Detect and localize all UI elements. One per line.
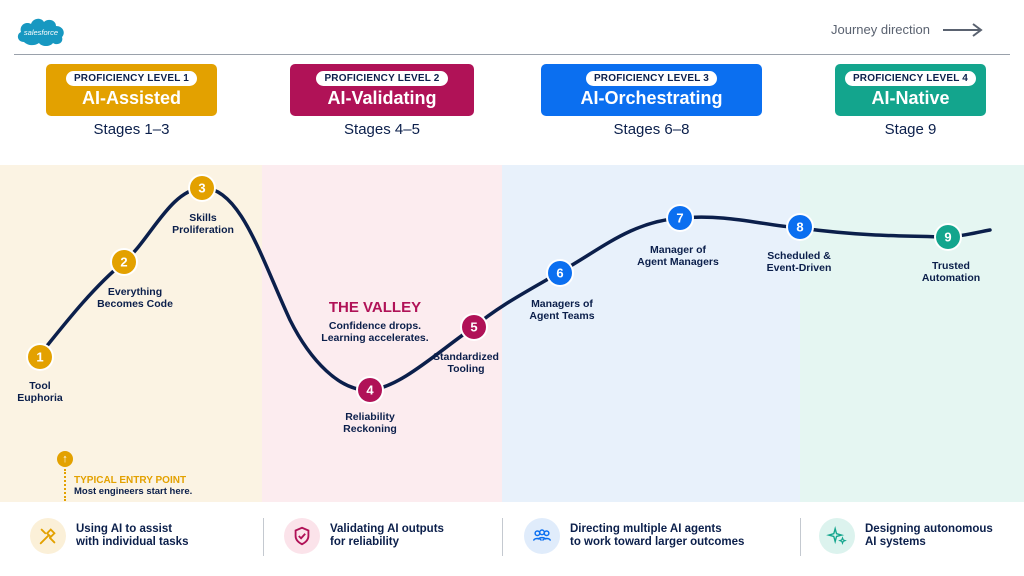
- stage-number: 3: [198, 181, 205, 196]
- stage-label-7: Manager of Agent Managers: [637, 244, 719, 268]
- stage-node-circle: [668, 206, 692, 230]
- stage-node-9: 9: [934, 223, 962, 251]
- level-name: AI-Native: [871, 88, 950, 108]
- level-card-2: PROFICIENCY LEVEL 2 AI-Validating: [290, 64, 474, 116]
- footer-item-level-1: Using AI to assist with individual tasks: [30, 516, 188, 556]
- entry-pointer-line: [64, 469, 66, 501]
- stage-label-3: Skills Proliferation: [172, 212, 234, 236]
- stage-node-circle: [358, 378, 382, 402]
- footer-item-level-4: Designing autonomous AI systems: [819, 516, 993, 556]
- stage-label-5: Standardized Tooling: [433, 351, 499, 375]
- stage-node-4: 4: [356, 376, 384, 404]
- footer-divider: [263, 518, 264, 556]
- tools-icon: [30, 518, 66, 554]
- level-stages-3: Stages 6–8: [613, 121, 690, 138]
- stage-label-1: Tool Euphoria: [17, 380, 63, 404]
- stage-label-4: Reliability Reckoning: [343, 411, 397, 435]
- stage-number: 2: [120, 255, 127, 270]
- footer-text: Using AI to assist with individual tasks: [76, 523, 189, 548]
- stage-number: 5: [470, 320, 477, 335]
- stage-node-5: 5: [460, 313, 488, 341]
- stage-node-8: 8: [786, 213, 814, 241]
- entry-point-subtitle: Most engineers start here.: [74, 486, 193, 497]
- stage-node-circle: [190, 176, 214, 200]
- level-pill: PROFICIENCY LEVEL 3: [585, 71, 718, 86]
- stage-node-2: 2: [110, 248, 138, 276]
- stage-node-circle: [548, 261, 572, 285]
- stage-number: 7: [676, 211, 683, 226]
- entry-point-title: TYPICAL ENTRY POINT: [74, 475, 187, 486]
- footer-text: Validating AI outputs for reliability: [330, 523, 444, 548]
- stage-number: 4: [366, 383, 374, 398]
- stage-label-9: Trusted Automation: [921, 260, 981, 284]
- stage-label-8: Scheduled & Event-Driven: [766, 250, 832, 274]
- sparkle-icon: [819, 518, 855, 554]
- header-divider: [14, 54, 1010, 55]
- level-card-3: PROFICIENCY LEVEL 3 AI-Orchestrating: [541, 64, 762, 116]
- logo-text: salesforce: [24, 28, 58, 37]
- stage-node-7: 7: [666, 204, 694, 232]
- stage-label-6: Managers of Agent Teams: [529, 298, 595, 322]
- stage-node-circle: [28, 345, 52, 369]
- footer-item-level-2: Validating AI outputs for reliability: [284, 516, 444, 556]
- footer-item-level-3: Directing multiple AI agents to work tow…: [524, 516, 744, 556]
- level-name: AI-Orchestrating: [580, 88, 723, 108]
- band-level-4: [800, 165, 1024, 502]
- valley-title: THE VALLEY: [328, 299, 422, 316]
- stage-node-6: 6: [546, 259, 574, 287]
- stage-number: 1: [36, 350, 43, 365]
- stage-node-3: 3: [188, 174, 216, 202]
- stage-label-2: Everything Becomes Code: [97, 286, 173, 310]
- stage-node-circle: [112, 250, 136, 274]
- shield-check-icon: [284, 518, 320, 554]
- salesforce-logo: salesforce: [14, 12, 70, 50]
- journey-direction: Journey direction: [831, 22, 984, 37]
- level-stages-2: Stages 4–5: [344, 121, 420, 138]
- level-card-1: PROFICIENCY LEVEL 1 AI-Assisted: [46, 64, 217, 116]
- footer-divider: [800, 518, 801, 556]
- level-pill: PROFICIENCY LEVEL 1: [65, 71, 198, 86]
- level-name: AI-Validating: [327, 88, 437, 108]
- band-level-1: [0, 165, 262, 502]
- footer-divider: [502, 518, 503, 556]
- level-pill: PROFICIENCY LEVEL 2: [316, 71, 448, 86]
- footer-text: Designing autonomous AI systems: [865, 523, 993, 548]
- stage-node-circle: [788, 215, 812, 239]
- valley-subtitle: Confidence drops. Learning accelerates.: [321, 320, 429, 344]
- stage-number: 6: [556, 266, 563, 281]
- level-card-4: PROFICIENCY LEVEL 4 AI-Native: [835, 64, 986, 116]
- people-icon: [524, 518, 560, 554]
- stage-number: 9: [944, 230, 951, 245]
- footer-text: Directing multiple AI agents to work tow…: [570, 523, 745, 548]
- arrow-right-icon: [943, 22, 983, 37]
- arrow-up-icon: ↑: [57, 451, 73, 467]
- stage-node-1: 1: [26, 343, 54, 371]
- level-stages-1: Stages 1–3: [93, 121, 170, 138]
- stage-number: 8: [796, 220, 803, 235]
- level-stages-4: Stage 9: [884, 121, 937, 138]
- journey-label: Journey direction: [831, 22, 930, 37]
- stage-node-circle: [462, 315, 486, 339]
- level-name: AI-Assisted: [81, 88, 182, 108]
- stage-node-circle: [936, 225, 960, 249]
- level-pill: PROFICIENCY LEVEL 4: [844, 71, 977, 86]
